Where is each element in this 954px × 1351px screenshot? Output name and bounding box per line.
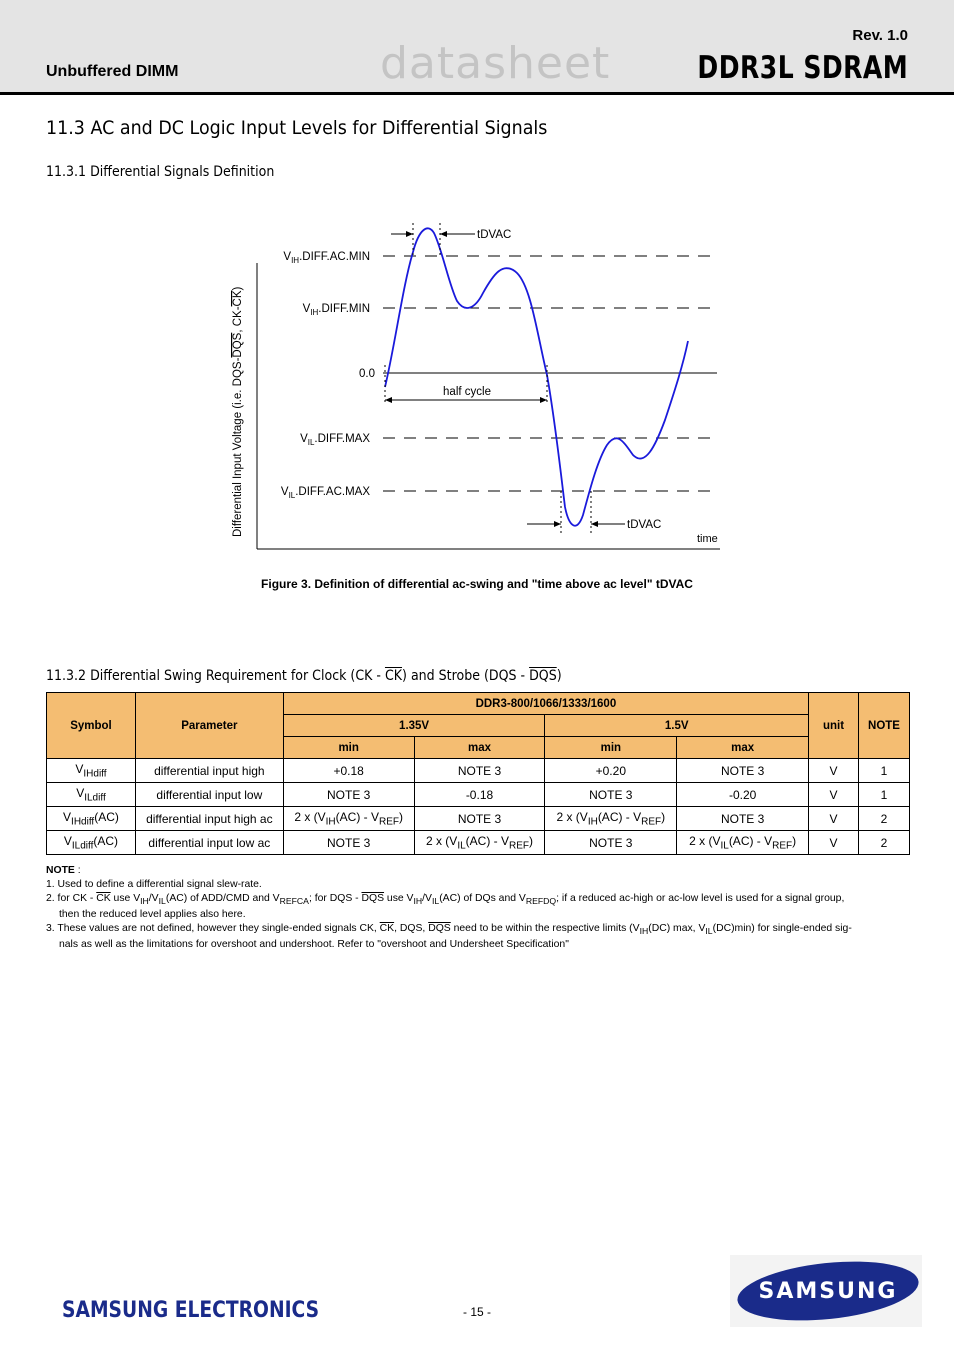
cell-min-135: NOTE 3 xyxy=(282,782,415,807)
x-axis-label: time xyxy=(697,533,718,545)
label-zero: 0.0 xyxy=(359,368,375,380)
header-max-15: max xyxy=(676,736,810,759)
cell-note: 1 xyxy=(857,758,911,783)
cell-max-15: 2 x (VIL(AC) - VREF) xyxy=(676,830,810,855)
cell-min-15: NOTE 3 xyxy=(544,830,678,855)
cell-parameter: differential input high ac xyxy=(134,806,284,831)
samsung-logo-text: SAMSUNG xyxy=(759,1279,898,1304)
y-axis-label: Differential Input Voltage (i.e. DQS-DQS… xyxy=(232,286,244,537)
cell-note: 2 xyxy=(857,806,911,831)
header-parameter: Parameter xyxy=(134,692,284,759)
header-135v: 1.35V xyxy=(282,714,546,737)
header-speed-group: DDR3-800/1066/1333/1600 xyxy=(282,692,810,715)
cell-symbol: VILdiff xyxy=(46,782,136,807)
differential-swing-table: Symbol Parameter DDR3-800/1066/1333/1600… xyxy=(46,692,911,855)
samsung-logo: SAMSUNG xyxy=(730,1255,922,1327)
y-axis-label-c: , CK- xyxy=(232,306,244,332)
table-row: VIHdiff(AC) differential input high ac 2… xyxy=(46,806,911,831)
header-unit: unit xyxy=(808,692,859,759)
header-watermark: datasheet xyxy=(380,38,611,89)
tdvac-top-label: tDVAC xyxy=(477,229,511,241)
page-header: Unbuffered DIMM datasheet Rev. 1.0 DDR3L… xyxy=(0,0,954,95)
y-axis-label-b: DQS xyxy=(232,332,244,357)
cell-unit: V xyxy=(808,830,859,855)
header-symbol: Symbol xyxy=(46,692,136,759)
table-row: VILdiff differential input low NOTE 3 -0… xyxy=(46,782,911,807)
subsection-title-1: 11.3.1 Differential Signals Definition xyxy=(46,164,275,180)
cell-max-15: NOTE 3 xyxy=(676,806,810,831)
section-title: 11.3 AC and DC Logic Input Levels for Di… xyxy=(46,117,548,139)
notes-heading: NOTE : xyxy=(46,865,81,876)
cell-unit: V xyxy=(808,758,859,783)
label-vil-ac: VIL.DIFF.AC.MAX xyxy=(281,486,370,500)
cell-max-135: NOTE 3 xyxy=(413,758,546,783)
cell-max-15: -0.20 xyxy=(676,782,810,807)
cell-symbol: VIHdiff xyxy=(46,758,136,783)
label-vih-ac: VIH.DIFF.AC.MIN xyxy=(283,251,370,265)
cell-symbol: VIHdiff(AC) xyxy=(46,806,136,831)
header-15v: 1.5V xyxy=(544,714,810,737)
cell-note: 2 xyxy=(857,830,911,855)
half-cycle-label: half cycle xyxy=(443,386,491,398)
cell-min-15: +0.20 xyxy=(544,758,678,783)
header-min-15: min xyxy=(544,736,678,759)
cell-max-135: -0.18 xyxy=(413,782,546,807)
label-vih: VIH.DIFF.MIN xyxy=(303,303,370,317)
cell-min-135: NOTE 3 xyxy=(282,830,415,855)
cell-max-135: 2 x (VIL(AC) - VREF) xyxy=(413,830,546,855)
y-axis-label-a: Differential Input Voltage (i.e. DQS- xyxy=(232,357,244,537)
subsection-title-2: 11.3.2 Differential Swing Requirement fo… xyxy=(46,668,562,684)
cell-parameter: differential input low ac xyxy=(134,830,284,855)
header-title: DDR3L SDRAM xyxy=(697,50,908,86)
cell-min-135: 2 x (VIH(AC) - VREF) xyxy=(282,806,415,831)
cell-unit: V xyxy=(808,782,859,807)
table-row: VIHdiff differential input high +0.18 NO… xyxy=(46,758,911,783)
note-2: 2. for CK - CK use VIH/VIL(AC) of ADD/CM… xyxy=(46,893,845,907)
cell-min-15: 2 x (VIH(AC) - VREF) xyxy=(544,806,678,831)
cell-max-135: NOTE 3 xyxy=(413,806,546,831)
cell-parameter: differential input low xyxy=(134,782,284,807)
y-axis-label-d: CK xyxy=(232,290,244,306)
note-2-continued: then the reduced level applies also here… xyxy=(59,909,246,921)
cell-min-15: NOTE 3 xyxy=(544,782,678,807)
page-number: - 15 - xyxy=(462,1305,491,1319)
differential-signal-diagram: Differential Input Voltage (i.e. DQS-DQS… xyxy=(232,223,720,550)
cell-max-15: NOTE 3 xyxy=(676,758,810,783)
cell-symbol: VILdiff(AC) xyxy=(46,830,136,855)
header-rule xyxy=(0,92,954,95)
header-max-135: max xyxy=(413,736,546,759)
differential-waveform xyxy=(384,227,689,527)
header-note: NOTE xyxy=(857,692,911,759)
header-product-type: Unbuffered DIMM xyxy=(46,63,179,80)
tdvac-bottom-label: tDVAC xyxy=(627,519,661,531)
cell-parameter: differential input high xyxy=(134,758,284,783)
y-axis-label-e: ) xyxy=(232,286,244,290)
note-3: 3. These values are not defined, however… xyxy=(46,923,852,937)
note-1: 1. Used to define a differential signal … xyxy=(46,879,262,890)
note-3-continued: nals as well as the limitations for over… xyxy=(59,939,569,951)
footer-company: SAMSUNG ELECTRONICS xyxy=(62,1298,320,1323)
cell-unit: V xyxy=(808,806,859,831)
cell-min-135: +0.18 xyxy=(282,758,415,783)
header-min-135: min xyxy=(282,736,415,759)
label-vil: VIL.DIFF.MAX xyxy=(300,433,370,447)
cell-note: 1 xyxy=(857,782,911,807)
figure-caption: Figure 3. Definition of differential ac-… xyxy=(261,577,693,591)
table-notes: NOTE : 1. Used to define a differential … xyxy=(46,864,916,952)
table-row: VILdiff(AC) differential input low ac NO… xyxy=(46,830,911,855)
header-revision: Rev. 1.0 xyxy=(852,27,908,44)
